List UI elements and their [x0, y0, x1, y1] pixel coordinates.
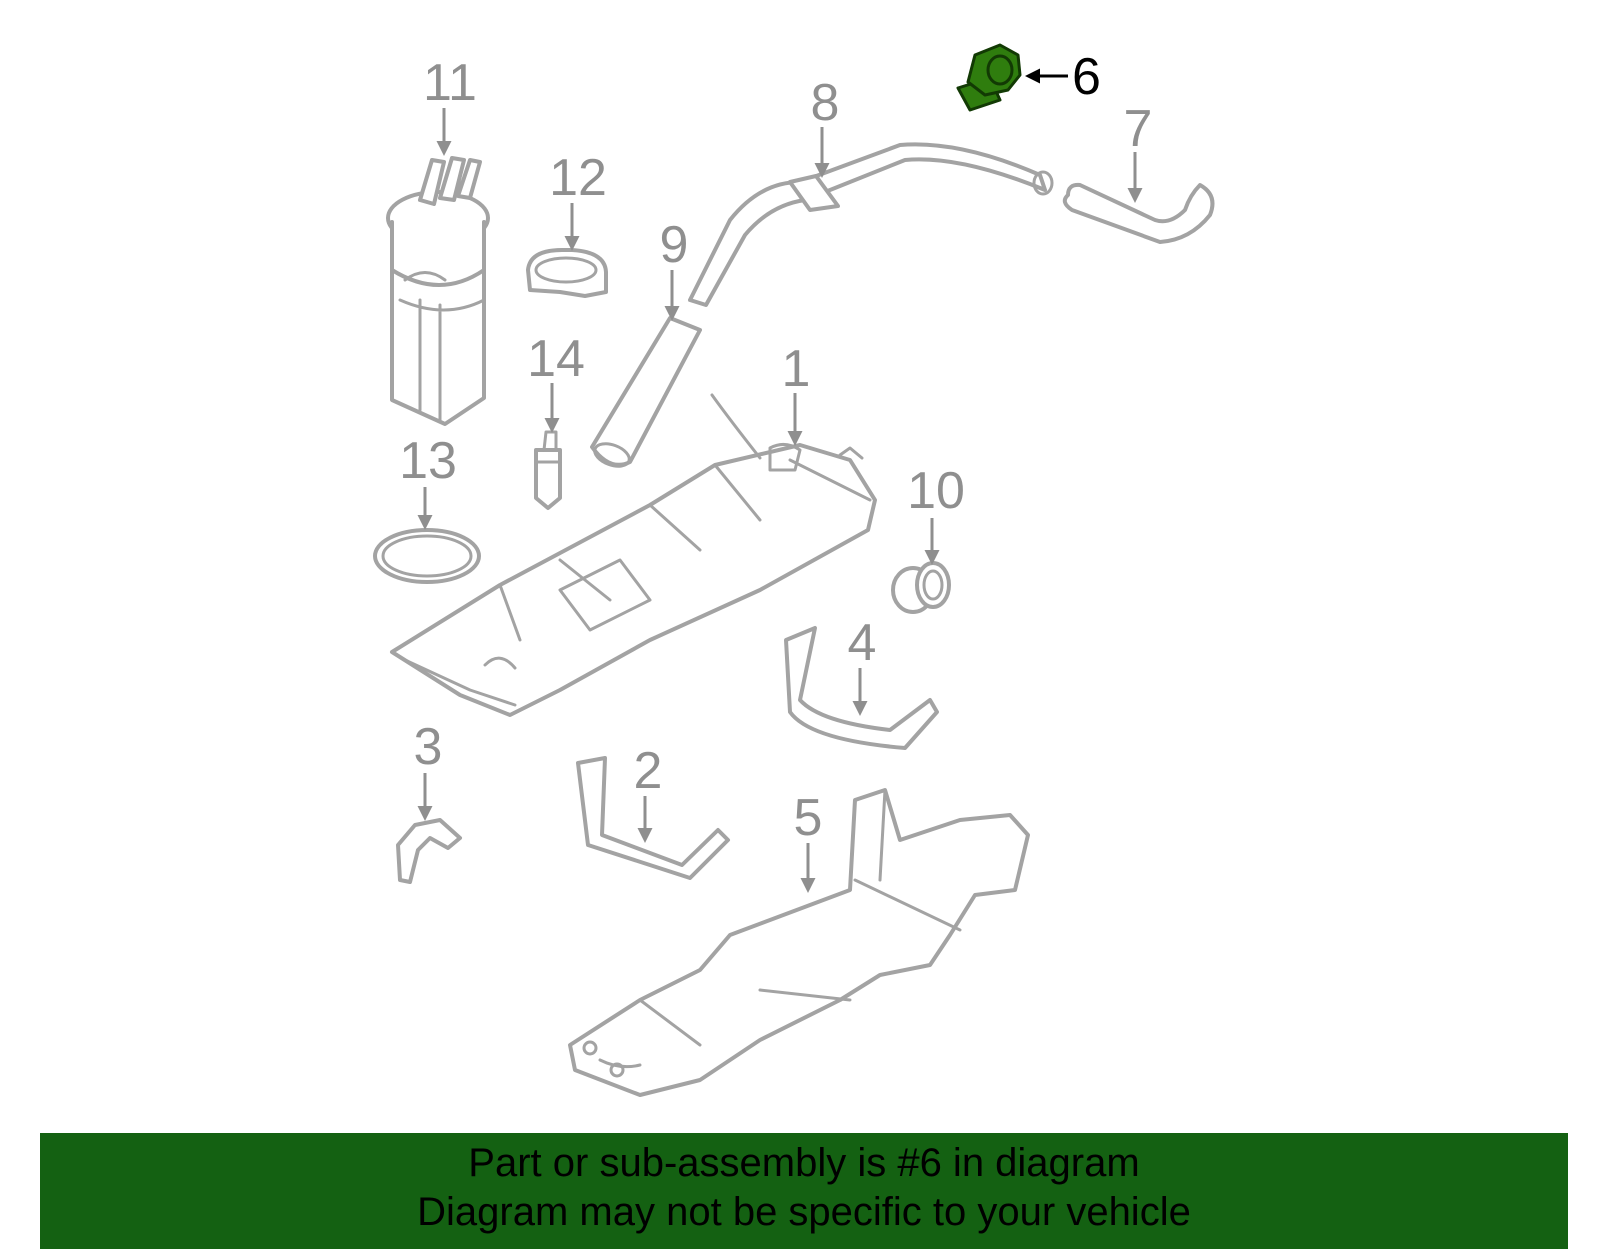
callout-3[interactable]: 3	[414, 718, 443, 776]
callout-14[interactable]: 14	[527, 330, 585, 388]
fuel-pump-module-part-11	[386, 156, 490, 426]
callout-11[interactable]: 11	[423, 54, 477, 112]
fuel-tank-part-1	[390, 393, 877, 717]
callout-7[interactable]: 7	[1124, 100, 1153, 158]
grommet-part-10	[891, 561, 951, 614]
filler-pipe-part-8	[688, 142, 1054, 307]
shield-part-5	[568, 788, 1030, 1097]
parts-diagram: 11 12 13 14 9 8 7 1 10 4 2 3 5 6	[373, 43, 1215, 1097]
banner-line-1: Part or sub-assembly is #6 in diagram	[468, 1141, 1140, 1185]
callout-numbers: 11 12 13 14 9 8 7 1 10 4 2 3 5 6	[399, 48, 1152, 847]
callout-6[interactable]: 6	[1072, 48, 1101, 106]
highlighted-part-6[interactable]	[956, 43, 1022, 112]
hose-part-7	[1062, 182, 1215, 244]
fuel-filter-part-14	[534, 430, 562, 510]
filler-pipe-part-9	[590, 316, 702, 468]
callout-10[interactable]: 10	[907, 462, 965, 520]
seal-part-13	[373, 528, 481, 584]
info-banner: Part or sub-assembly is #6 in diagram Di…	[40, 1133, 1568, 1249]
callout-9[interactable]: 9	[660, 216, 689, 274]
clip-part-3	[396, 818, 462, 884]
leader-lines	[417, 68, 1143, 893]
callout-13[interactable]: 13	[399, 432, 457, 490]
callout-12[interactable]: 12	[549, 149, 607, 207]
callout-8[interactable]: 8	[811, 74, 840, 132]
strap-part-4	[784, 626, 939, 750]
strap-part-2	[576, 756, 730, 880]
callout-5[interactable]: 5	[794, 789, 823, 847]
callout-4[interactable]: 4	[848, 614, 877, 672]
callout-1[interactable]: 1	[782, 340, 811, 398]
banner-line-2: Diagram may not be specific to your vehi…	[417, 1190, 1191, 1234]
callout-2[interactable]: 2	[634, 742, 663, 800]
lock-ring-part-12	[526, 248, 608, 298]
